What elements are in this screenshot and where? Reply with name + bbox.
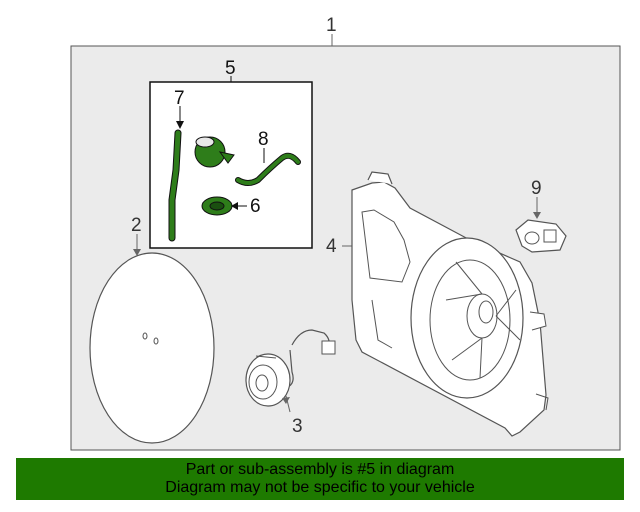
part-7-tube[interactable] — [168, 106, 184, 242]
callout-2: 2 — [131, 215, 142, 236]
callout-1: 1 — [326, 15, 337, 36]
callout-9: 9 — [531, 178, 542, 199]
part-info-banner: Part or sub-assembly is #5 in diagram Di… — [16, 458, 624, 500]
callout-3: 3 — [292, 416, 303, 437]
reservoir-cap-part[interactable] — [194, 136, 235, 168]
callout-6: 6 — [250, 196, 261, 217]
part-2-fan-disc — [89, 234, 215, 444]
banner-line-1: Part or sub-assembly is #5 in diagram — [185, 461, 455, 478]
callout-7: 7 — [174, 88, 185, 109]
part-9-resistor — [515, 197, 567, 253]
part-4-fan-shroud — [342, 171, 549, 437]
part-3-fan-motor — [245, 329, 336, 413]
part-8-hose[interactable] — [235, 148, 301, 186]
parts-diagram: 1 5 7 8 6 2 4 9 3 — [70, 15, 621, 451]
callout-4: 4 — [326, 236, 337, 257]
callout-8: 8 — [258, 129, 269, 150]
part-6-grommet[interactable] — [201, 196, 247, 216]
banner-line-2: Diagram may not be specific to your vehi… — [165, 479, 475, 496]
callout-5: 5 — [225, 58, 236, 79]
